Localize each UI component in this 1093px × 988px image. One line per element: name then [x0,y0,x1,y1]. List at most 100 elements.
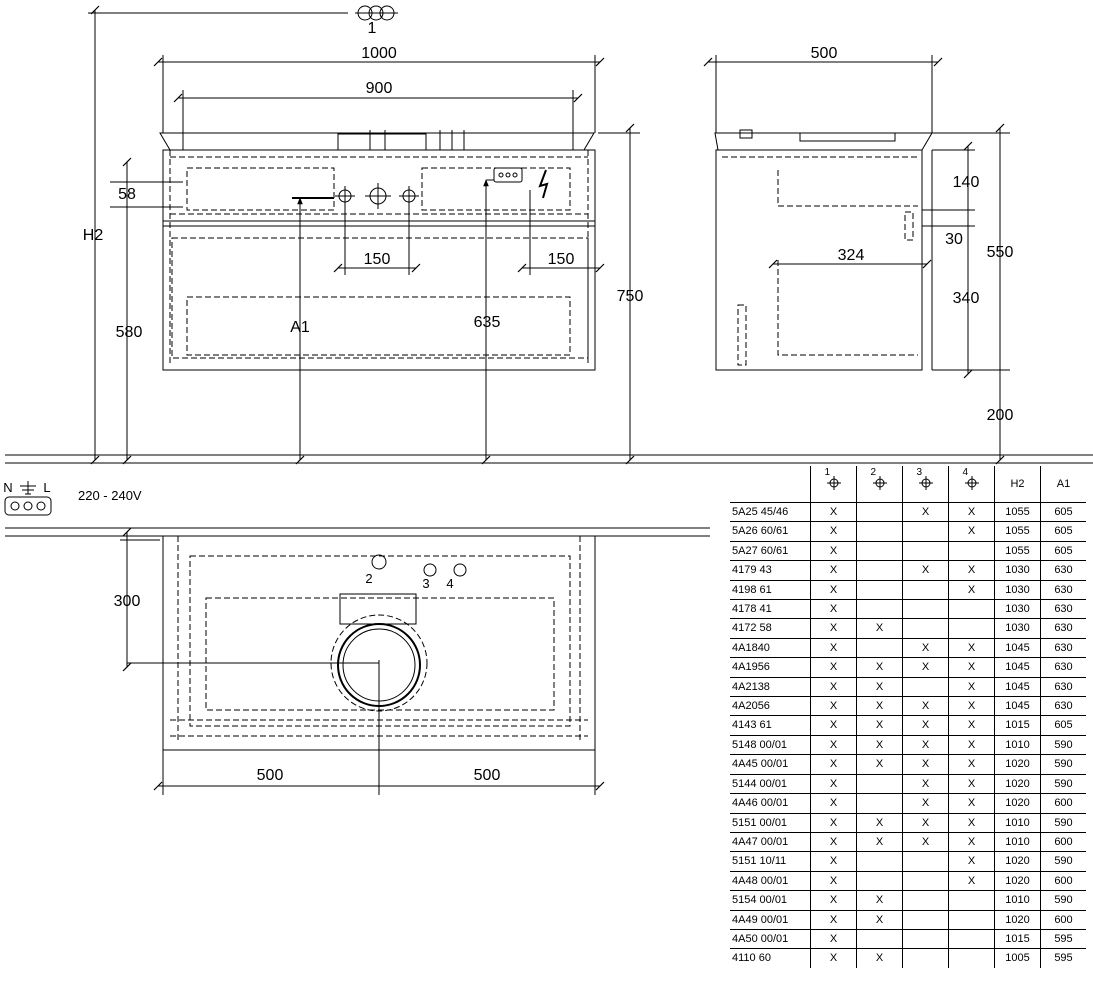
table-cell-code: 4143 61 [732,719,772,732]
table-cell-valve-3 [902,521,949,542]
table-cell-valve-4: X [948,657,995,678]
dim-580: 580 [116,324,143,341]
table-cell-a1: 600 [1040,910,1086,930]
table-cell-a1: 630 [1040,657,1086,678]
table-cell-h2: 1045 [994,677,1041,697]
dim-150-right: 150 [548,251,575,268]
label-valve-3: 3 [422,576,429,591]
table-cell-valve-1: X [810,677,857,697]
table-cell-code: 4A2056 [732,700,770,713]
table-cell-valve-1: X [810,774,857,794]
table-cell-h2: 1015 [994,715,1041,736]
table-cell-code: 5154 00/01 [732,894,788,907]
table-cell-h2: 1020 [994,774,1041,794]
table-cell-h2: 1030 [994,618,1041,639]
table-cell-valve-3 [902,929,949,949]
table-cell-valve-1: X [810,560,857,581]
label-valve-2: 2 [365,571,372,586]
table-cell-valve-4 [948,929,995,949]
table-cell-h2: 1055 [994,502,1041,522]
table-cell-valve-2: X [856,677,903,697]
table-cell-code: 4110 60 [732,952,771,965]
table-cell-valve-2 [856,541,903,561]
table-cell-a1: 590 [1040,890,1086,911]
table-cell-a1: 605 [1040,715,1086,736]
table-cell-h2: 1010 [994,813,1041,833]
table-cell-a1: 590 [1040,813,1086,833]
table-cell-valve-2: X [856,657,903,678]
table-cell-valve-4: X [948,871,995,891]
table-cell-valve-3: X [902,774,949,794]
table-cell-a1: 630 [1040,677,1086,697]
table-cell-valve-4: X [948,580,995,600]
table-cell-valve-3 [902,618,949,639]
table-cell-valve-2: X [856,618,903,639]
table-cell-valve-1: X [810,696,857,716]
table-cell-h2: 1020 [994,910,1041,930]
table-cell-a1: 630 [1040,638,1086,658]
table-cell-valve-1: X [810,599,857,619]
table-cell-valve-1: X [810,735,857,755]
table-cell-code: 5A25 45/46 [732,506,789,518]
table-header-valve-3: 3 [902,466,949,503]
table-cell-valve-1: X [810,871,857,891]
table-cell-h2: 1005 [994,948,1041,968]
table-cell-valve-3 [902,910,949,930]
table-cell-h2: 1010 [994,832,1041,852]
table-cell-valve-2 [856,929,903,949]
table-cell-valve-3: X [902,657,949,678]
table-cell-valve-3 [902,541,949,561]
table-cell-valve-2 [856,599,903,619]
table-cell-valve-2: X [856,754,903,775]
table-cell-code: 5148 00/01 [732,738,788,751]
table-cell-valve-2: X [856,832,903,852]
valve-icon [964,475,979,490]
dim-h2: H2 [83,227,104,244]
table-cell-valve-4: X [948,715,995,736]
table-cell-code: 4A1956 [732,661,770,674]
table-cell-valve-4 [948,910,995,930]
dim-500-left: 500 [257,767,284,784]
table-cell-valve-4 [948,618,995,639]
dim-550: 550 [987,244,1014,261]
table-cell-valve-4: X [948,560,995,581]
table-cell-valve-4 [948,599,995,619]
label-neutral: N [3,480,12,495]
table-header-code [730,466,811,503]
dim-500-right: 500 [474,767,501,784]
table-cell-code: 4172 58 [732,622,772,635]
table-cell-valve-3 [902,580,949,600]
dim-140: 140 [953,174,980,191]
table-cell-a1: 600 [1040,832,1086,852]
table-cell-valve-1: X [810,910,857,930]
valve-icon [826,475,841,490]
table-cell-a1: 630 [1040,560,1086,581]
table-cell-a1: 605 [1040,521,1086,542]
table-cell-valve-1: X [810,793,857,813]
table-cell-valve-4: X [948,696,995,716]
table-cell-valve-3: X [902,735,949,755]
table-cell-valve-3: X [902,813,949,833]
table-cell-valve-1: X [810,715,857,736]
table-cell-valve-1: X [810,502,857,522]
table-cell-valve-2 [856,580,903,600]
table-cell-valve-1: X [810,948,857,968]
front-dimensions [88,5,640,465]
table-cell-valve-3: X [902,696,949,716]
table-cell-valve-2: X [856,696,903,716]
socket-icon [4,481,52,516]
table-cell-valve-4: X [948,521,995,542]
table-cell-valve-2 [856,638,903,658]
table-cell-a1: 590 [1040,754,1086,775]
